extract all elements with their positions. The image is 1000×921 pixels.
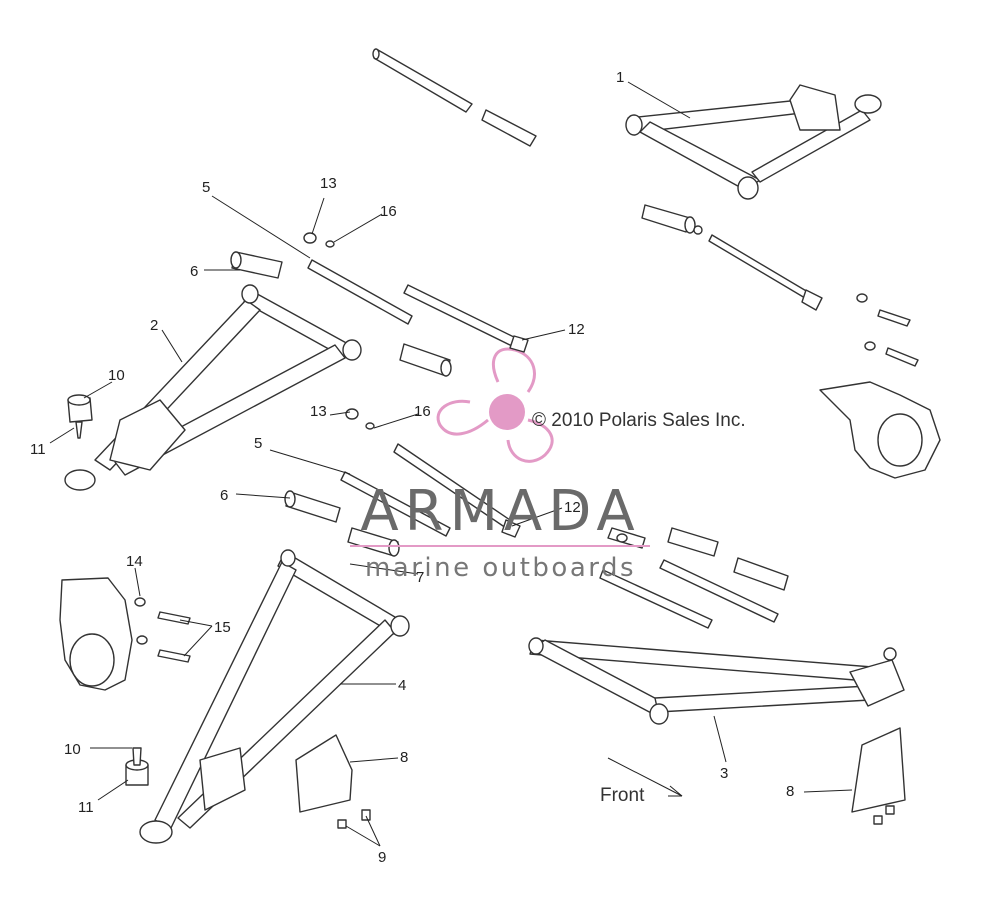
- a-arm-part-2: [64, 284, 362, 491]
- skid-plate-left: [295, 734, 371, 829]
- pivot-tube-top: [372, 48, 537, 147]
- callout-9: 9: [378, 849, 386, 866]
- copyright-notice: © 2010 Polaris Sales Inc.: [532, 410, 746, 431]
- callout-8-right: 8: [786, 783, 794, 800]
- front-direction-label: Front: [600, 785, 645, 806]
- callout-6-lower: 6: [220, 487, 228, 504]
- callout-15: 15: [214, 619, 231, 636]
- callout-11-lower: 11: [78, 799, 94, 816]
- callout-11-upper: 11: [30, 441, 46, 458]
- watermark-brand: ARMADA: [360, 479, 641, 544]
- ball-joint-upper-left: [67, 394, 93, 439]
- callout-12-upper: 12: [568, 321, 585, 338]
- pivot-shafts-lower: [284, 443, 789, 629]
- watermark-divider: [350, 545, 650, 547]
- callout-6-upper: 6: [190, 263, 198, 280]
- callout-4: 4: [398, 677, 406, 694]
- callout-2: 2: [150, 317, 158, 334]
- spindle-knuckle-right: [819, 381, 941, 479]
- callout-8-left: 8: [400, 749, 408, 766]
- callout-13-lower: 13: [310, 403, 327, 420]
- callout-13-upper: 13: [320, 175, 337, 192]
- callout-7: 7: [416, 569, 424, 586]
- skid-plate-right: [851, 727, 906, 825]
- callout-5-lower: 5: [254, 435, 262, 452]
- callout-16-lower: 16: [414, 403, 431, 420]
- callout-1: 1: [616, 69, 624, 86]
- callout-3: 3: [720, 765, 728, 782]
- callout-10-lower: 10: [64, 741, 81, 758]
- propeller-logo-icon: [436, 347, 554, 463]
- callout-10-upper: 10: [108, 367, 125, 384]
- ball-joint-lower-left: [125, 747, 149, 786]
- spindle-knuckle-left: [59, 577, 191, 691]
- front-direction-arrow-icon: [607, 757, 683, 797]
- callout-12-lower: 12: [564, 499, 581, 516]
- watermark-tagline: marine outboards: [364, 553, 637, 583]
- callout-5-upper: 5: [202, 179, 210, 196]
- callout-14: 14: [126, 553, 143, 570]
- leader-lines: [49, 81, 853, 847]
- a-arm-part-4: [139, 549, 410, 844]
- pivot-shafts-middle: [230, 232, 529, 430]
- callout-16-upper: 16: [380, 203, 397, 220]
- a-arm-part-1: [625, 84, 882, 200]
- bushing-bolt-set-right: [641, 204, 919, 367]
- a-arm-part-3: [528, 637, 905, 725]
